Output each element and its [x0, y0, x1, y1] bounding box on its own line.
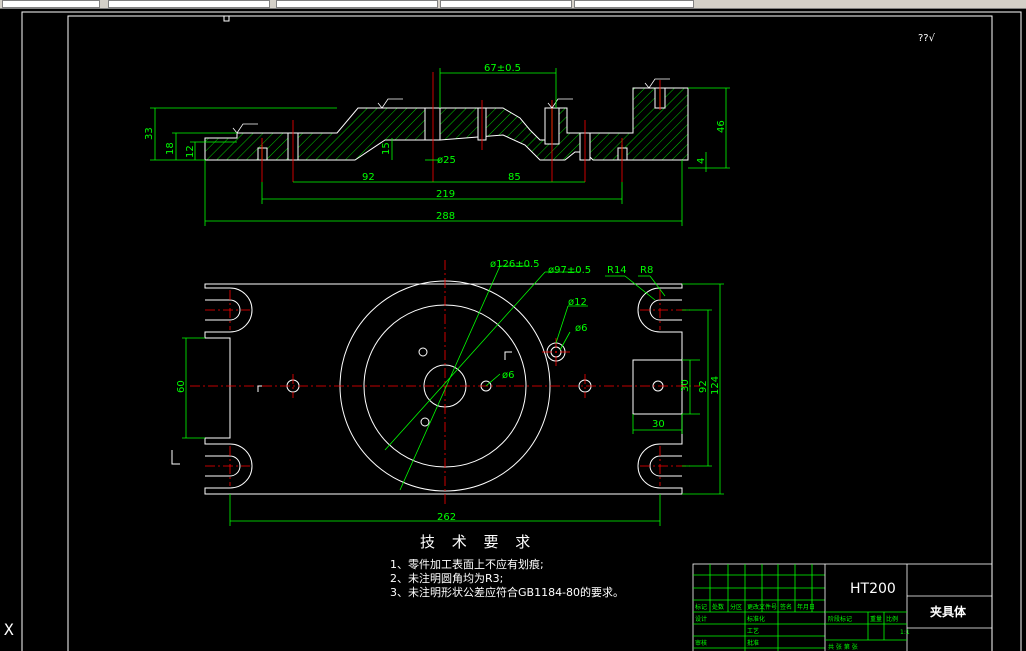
dim-60: 60	[176, 380, 187, 393]
plan-centerlines	[190, 260, 700, 505]
tech-req-title: 技 术 要 求	[420, 533, 536, 551]
title-block	[692, 563, 993, 651]
dim-67: 67±0.5	[484, 63, 521, 74]
dim-126: ø126±0.5	[490, 259, 540, 270]
tb-label-sheets: 共 张 第 张	[828, 643, 858, 651]
dim-92-plan: 92	[698, 380, 709, 393]
tb-label-approve: 批准	[747, 639, 759, 647]
dim-288: 288	[436, 211, 455, 222]
tb-label-count: 处数	[712, 603, 724, 611]
dim-6-b: ø6	[502, 370, 514, 381]
dim-r14: R14	[607, 265, 627, 276]
layer-dropdown[interactable]	[2, 0, 100, 8]
dim-219: 219	[436, 189, 455, 200]
dim-46: 46	[716, 120, 727, 133]
tb-label-weight: 重量	[870, 615, 882, 623]
dim-33: 33	[144, 127, 155, 140]
linetype-dropdown[interactable]	[276, 0, 438, 8]
ucs-marks	[171, 351, 512, 465]
tb-label-sign: 签名	[780, 603, 792, 611]
tb-label-date: 年月日	[797, 603, 815, 611]
dim-12: 12	[185, 145, 196, 158]
dim-124: 124	[710, 376, 721, 395]
lineweight-dropdown[interactable]	[440, 0, 572, 8]
top-toolbar	[0, 0, 1026, 9]
dim-15: 15	[381, 142, 392, 155]
dim-262: 262	[437, 512, 456, 523]
dim-30-vertical: 30	[680, 379, 691, 392]
dim-97: ø97±0.5	[548, 265, 591, 276]
dim-25: ø25	[437, 155, 456, 166]
dim-85: 85	[508, 172, 521, 183]
dim-30-horizontal: 30	[652, 419, 665, 430]
material-label: HT200	[850, 581, 896, 597]
plotstyle-dropdown[interactable]	[574, 0, 694, 8]
drawing-frame	[21, 11, 1022, 651]
tb-label-stage: 阶段标记	[828, 615, 852, 623]
tech-req-item-3: 3、未注明形状公差应符合GB1184-80的要求。	[390, 585, 624, 599]
tb-label-scale: 比例	[886, 615, 898, 623]
plan-dimensions	[182, 265, 724, 526]
tb-label-design: 设计	[695, 615, 707, 623]
tb-label-standard: 标准化	[747, 615, 765, 623]
dim-12-hole: ø12	[568, 297, 587, 308]
color-dropdown[interactable]	[108, 0, 270, 8]
dim-6-a: ø6	[575, 323, 587, 334]
tb-label-review: 审核	[695, 639, 707, 647]
tb-label-process: 工艺	[747, 627, 759, 635]
part-name: 夹具体	[930, 604, 967, 619]
tb-label-marker: 标记	[695, 603, 707, 611]
section-view	[150, 68, 730, 226]
scale-value: 1:1	[900, 629, 910, 636]
dim-4: 4	[696, 158, 707, 164]
tech-req-item-2: 2、未注明圆角均为R3;	[390, 571, 503, 585]
plan-view	[204, 280, 683, 495]
dim-18: 18	[165, 142, 176, 155]
roughness-mark: ??√	[918, 33, 936, 44]
dim-r8: R8	[640, 265, 653, 276]
tb-label-change-doc: 更改文件号	[747, 603, 777, 611]
tb-label-zone: 分区	[730, 603, 742, 611]
tech-req-item-1: 1、零件加工表面上不应有划痕;	[390, 557, 544, 571]
ucs-icon: X	[4, 620, 14, 639]
dim-92-section: 92	[362, 172, 375, 183]
